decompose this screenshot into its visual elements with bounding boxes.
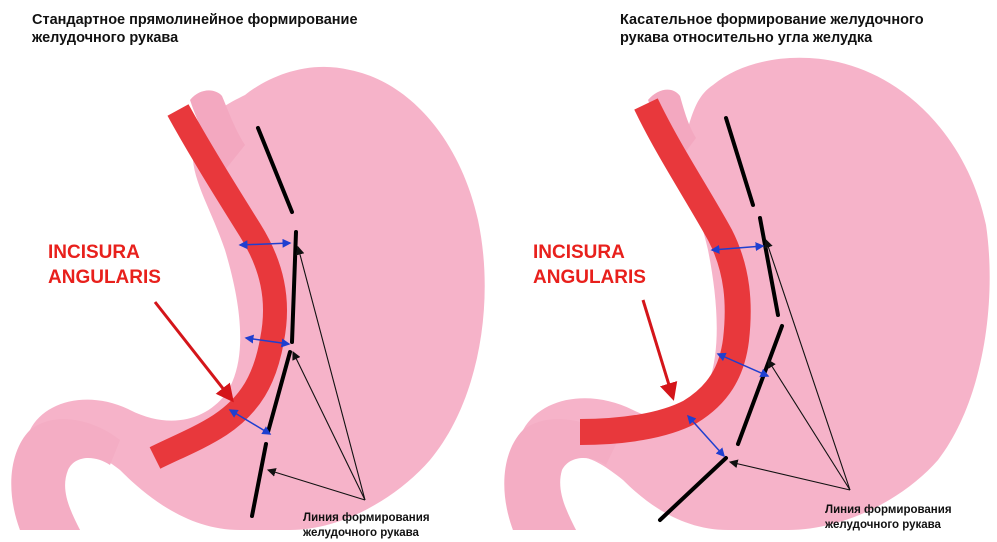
standard-sleeve-panel: Стандартное прямолинейное формирование ж… [0, 0, 498, 542]
staple-line-caption: Линия формирования желудочного рукава [303, 511, 430, 541]
tangential-panel-title: Касательное формирование желудочного рук… [620, 11, 995, 47]
incisura-angularis-label: INCISURA ANGULARIS [48, 240, 161, 290]
incisura-angularis-label: INCISURA ANGULARIS [533, 240, 646, 290]
duodenum [11, 419, 120, 530]
tangential-sleeve-panel: Касательное формирование желудочного рук… [498, 0, 997, 542]
standard-panel-title: Стандартное прямолинейное формирование ж… [32, 11, 452, 47]
staple-line-caption: Линия формирования желудочного рукава [825, 503, 952, 533]
stomach-body [15, 67, 485, 530]
incisura-pointer-arrow [643, 300, 673, 398]
incisura-pointer-arrow [155, 302, 232, 400]
